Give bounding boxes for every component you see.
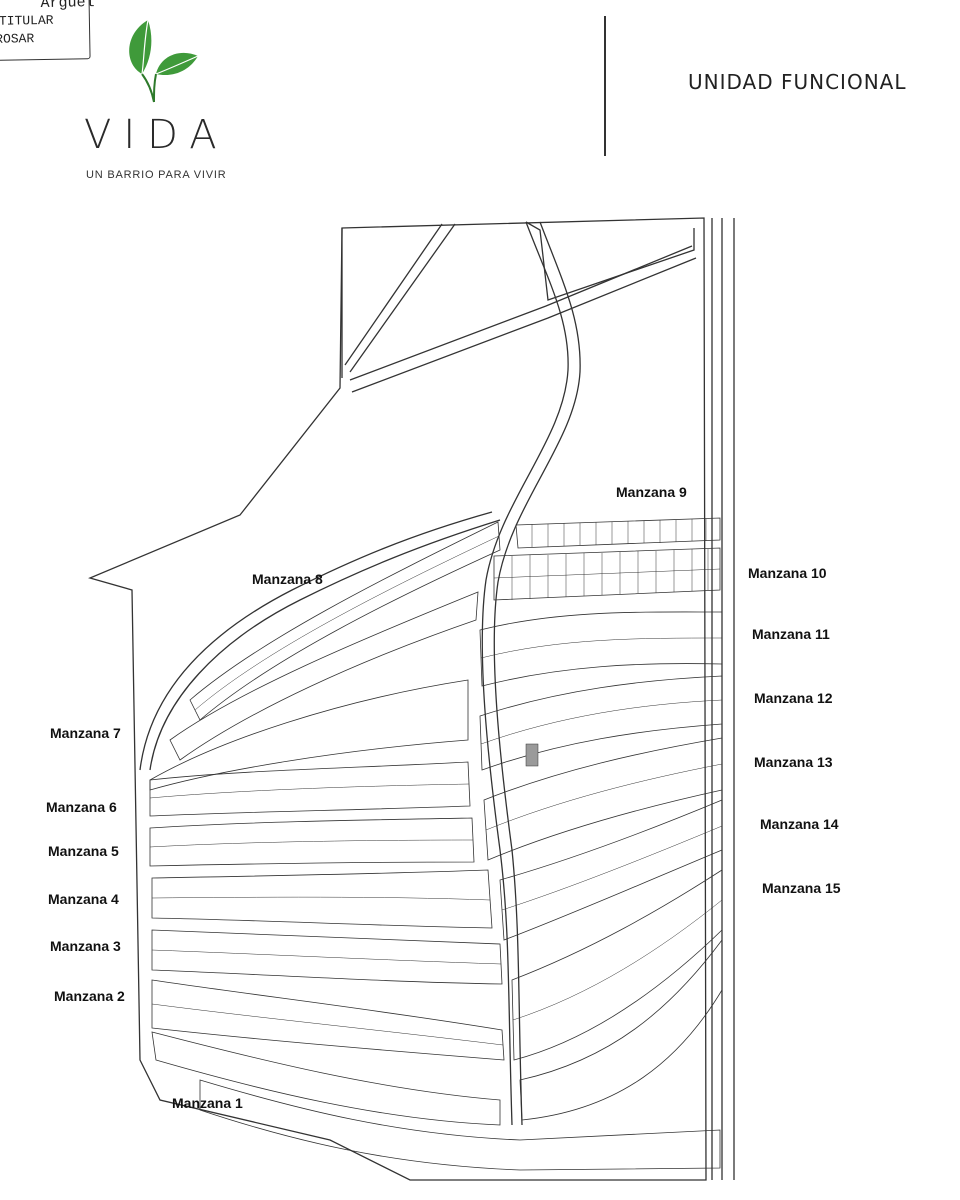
label-manzana-6: Manzana 6 <box>46 799 117 815</box>
label-manzana-9: Manzana 9 <box>616 484 687 500</box>
highlighted-lot <box>525 743 539 767</box>
label-manzana-11: Manzana 11 <box>752 626 830 642</box>
label-manzana-14: Manzana 14 <box>760 816 839 832</box>
header-divider <box>604 16 606 156</box>
label-manzana-7: Manzana 7 <box>50 725 121 741</box>
label-manzana-1: Manzana 1 <box>172 1095 243 1111</box>
label-manzana-10: Manzana 10 <box>748 565 827 581</box>
label-manzana-3: Manzana 3 <box>50 938 121 954</box>
label-manzana-12: Manzana 12 <box>754 690 833 706</box>
label-manzana-5: Manzana 5 <box>48 843 119 859</box>
page-title: UNIDAD FUNCIONAL <box>688 70 907 94</box>
brand-tagline: UN BARRIO PARA VIVIR <box>86 169 227 181</box>
label-manzana-8: Manzana 8 <box>252 571 323 587</box>
brand-name: VIDA <box>84 112 229 158</box>
leaf-logo-icon <box>129 19 199 103</box>
label-manzana-2: Manzana 2 <box>54 988 125 1004</box>
lot-blocks <box>149 517 723 1171</box>
label-manzana-15: Manzana 15 <box>762 880 841 896</box>
label-manzana-13: Manzana 13 <box>754 754 833 770</box>
label-manzana-4: Manzana 4 <box>48 891 119 907</box>
map-outline <box>88 217 735 1181</box>
